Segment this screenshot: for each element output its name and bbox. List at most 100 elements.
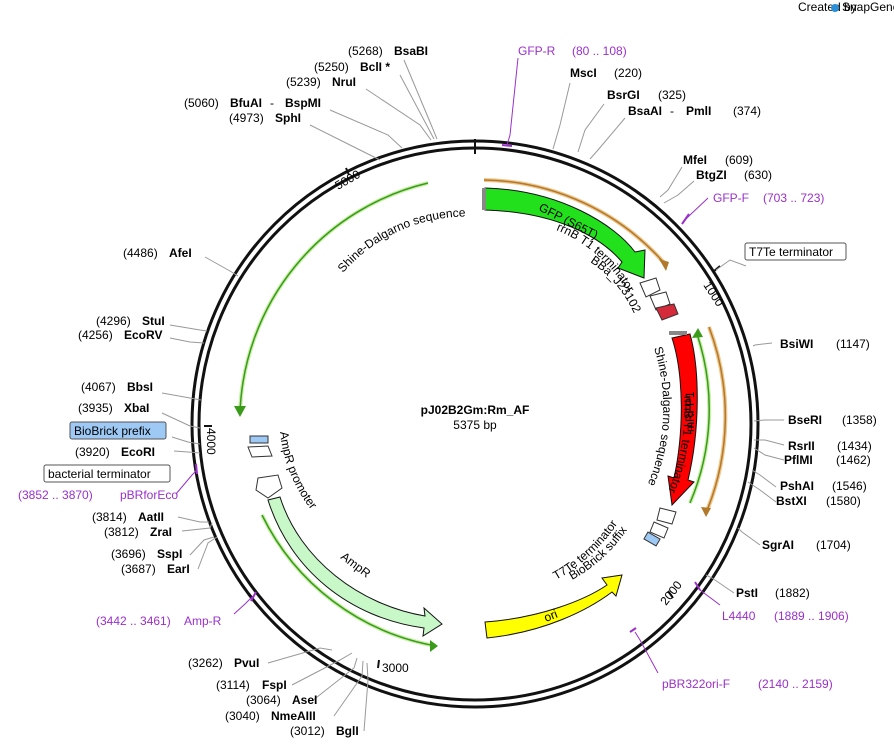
mrfp1-start-marker xyxy=(669,331,687,335)
site-bsiwi-pos: (1147) xyxy=(836,337,870,351)
brand-text: SnapGene xyxy=(842,0,894,14)
sd-right-label: Shine-Dalgarno sequence xyxy=(645,345,674,489)
site-psti: PstI xyxy=(736,586,758,600)
site-eari: EarI xyxy=(167,562,190,576)
site-pflmi: PflMI xyxy=(784,453,813,467)
site-bsabi: BsaBI xyxy=(394,44,428,58)
site-eari-pos: (3687) xyxy=(121,562,156,576)
site-rsrii-pos: (1434) xyxy=(837,439,872,453)
site-afei-pos: (4486) xyxy=(123,246,158,260)
site-nrui: NruI xyxy=(332,75,356,89)
site-afei: AfeI xyxy=(169,246,192,260)
site-pmli: PmlI xyxy=(686,104,711,118)
plasmid-length: 5375 bp xyxy=(453,418,497,432)
ampr-arrow xyxy=(267,496,443,637)
primer-leaders xyxy=(175,57,721,674)
site-pshai: PshAI xyxy=(780,479,814,493)
site-pflmi-pos: (1462) xyxy=(836,453,871,467)
bba-promoter-arrow xyxy=(655,303,679,321)
site-bsrgi-pos: (325) xyxy=(658,88,686,102)
site-nmeaiii-pos: (3040) xyxy=(225,709,260,723)
primer-l4440: L4440 xyxy=(722,609,756,623)
primer-labels: GFP-R (80 .. 108) GFP-F (703 .. 723) (38… xyxy=(18,44,849,691)
site-fspi: FspI xyxy=(262,678,287,692)
site-bsaai: BsaAI xyxy=(628,104,662,118)
ampr-promoter-arrow xyxy=(255,474,283,499)
site-mfei: MfeI xyxy=(683,153,707,167)
tick-mark xyxy=(667,590,674,599)
primer-gfp-r-range: (80 .. 108) xyxy=(572,44,627,58)
bacterial-terminator-label: bacterial terminator xyxy=(48,467,151,481)
site-bfuai-sep: - xyxy=(270,96,274,110)
tick-label-3000: 3000 xyxy=(382,661,409,675)
rrnb-right-arrow xyxy=(656,507,677,525)
site-bstxi: BstXI xyxy=(776,494,807,508)
site-sphi: SphI xyxy=(275,111,301,125)
site-bsaai-sep: - xyxy=(670,104,674,118)
site-bcli-pos: (5250) xyxy=(314,60,349,74)
site-bsiwi: BsiWI xyxy=(780,337,813,351)
orange-arc-arrow xyxy=(659,259,669,271)
site-aatii-pos: (3814) xyxy=(92,510,127,524)
site-sspi-pos: (3696) xyxy=(111,547,146,561)
site-xbai-pos: (3935) xyxy=(78,401,113,415)
site-bbsi: BbsI xyxy=(127,380,153,394)
site-leaders xyxy=(161,59,785,732)
site-bsabi-pos: (5268) xyxy=(348,44,383,58)
orange-arc-right-line xyxy=(705,326,727,514)
site-bfuai: BfuAI xyxy=(230,96,262,110)
site-ecorv: EcoRV xyxy=(124,328,162,342)
features: GFP (S65T) mRFP1 ori AmpR xyxy=(247,187,698,639)
tick-label-5000: 5000 xyxy=(333,167,363,193)
green-arc-left xyxy=(238,181,429,414)
bacterial-terminator-arrow xyxy=(247,445,273,458)
primer-pbrforeco: pBRforEco xyxy=(120,488,178,502)
rrnb-top-arrow xyxy=(639,277,661,298)
t7te-arrow xyxy=(649,521,669,539)
tick-label-2000: 2000 xyxy=(657,578,685,608)
biobrick-prefix-box xyxy=(249,435,269,444)
credit-text: Created by xyxy=(798,0,857,14)
t7te-box xyxy=(744,242,847,261)
tick-mark xyxy=(345,167,350,176)
site-bsaai-pos: (374) xyxy=(733,104,761,118)
site-fspi-pos: (3114) xyxy=(216,678,250,692)
green-arc-left-line xyxy=(239,182,429,414)
orange-arc-arrow xyxy=(701,507,711,517)
biobrick-prefix-label: BioBrick prefix xyxy=(74,424,151,438)
site-stui: StuI xyxy=(142,314,165,328)
site-bsrgi: BsrGI xyxy=(607,88,640,102)
green-arc-arrow xyxy=(234,406,246,417)
site-nrui-pos: (5239) xyxy=(286,75,321,89)
site-bspmi: BspMI xyxy=(285,96,321,110)
primer-gfp-f: GFP-F xyxy=(713,191,749,205)
site-bseri-pos: (1358) xyxy=(842,413,877,427)
mrfp1-label: mRFP1 xyxy=(683,391,697,432)
site-bstxi-pos: (1580) xyxy=(826,494,861,508)
orange-arc-top-line xyxy=(483,179,666,265)
mrfp1-arrow xyxy=(667,333,698,507)
site-zrai: ZraI xyxy=(150,525,172,539)
site-xbai: XbaI xyxy=(124,401,149,415)
site-sgrai: SgrAI xyxy=(762,538,794,552)
site-asei: AseI xyxy=(292,693,317,707)
site-bfuai-pos: (5060) xyxy=(184,96,219,110)
site-sspi: SspI xyxy=(157,547,182,561)
primer-pbr322ori-f: pBR322ori-F xyxy=(662,677,730,691)
site-btgzi-pos: (630) xyxy=(744,168,772,182)
primer-gfp-r: GFP-R xyxy=(518,44,556,58)
site-bbsi-pos: (4067) xyxy=(81,380,116,394)
primer-gfp-f-range: (703 .. 723) xyxy=(763,191,824,205)
plasmid-title: pJ02B2Gm:Rm_AF xyxy=(421,403,530,417)
site-zrai-pos: (3812) xyxy=(104,525,139,539)
green-arc-right-line xyxy=(689,333,710,504)
t7te-box-label: T7Te terminator xyxy=(749,245,833,259)
gfp-arrow xyxy=(484,187,646,279)
site-labels: (5268) BsaBI (5250) BclI * (5239) NruI (… xyxy=(75,44,877,738)
site-ecorv-pos: (4256) xyxy=(78,328,113,342)
ori-arrow xyxy=(484,574,623,639)
site-nmeaiii: NmeAIII xyxy=(271,709,316,723)
primer-l4440-range: (1889 .. 1906) xyxy=(774,609,849,623)
primer-pbrforeco-range: (3852 .. 3870) xyxy=(18,488,93,502)
